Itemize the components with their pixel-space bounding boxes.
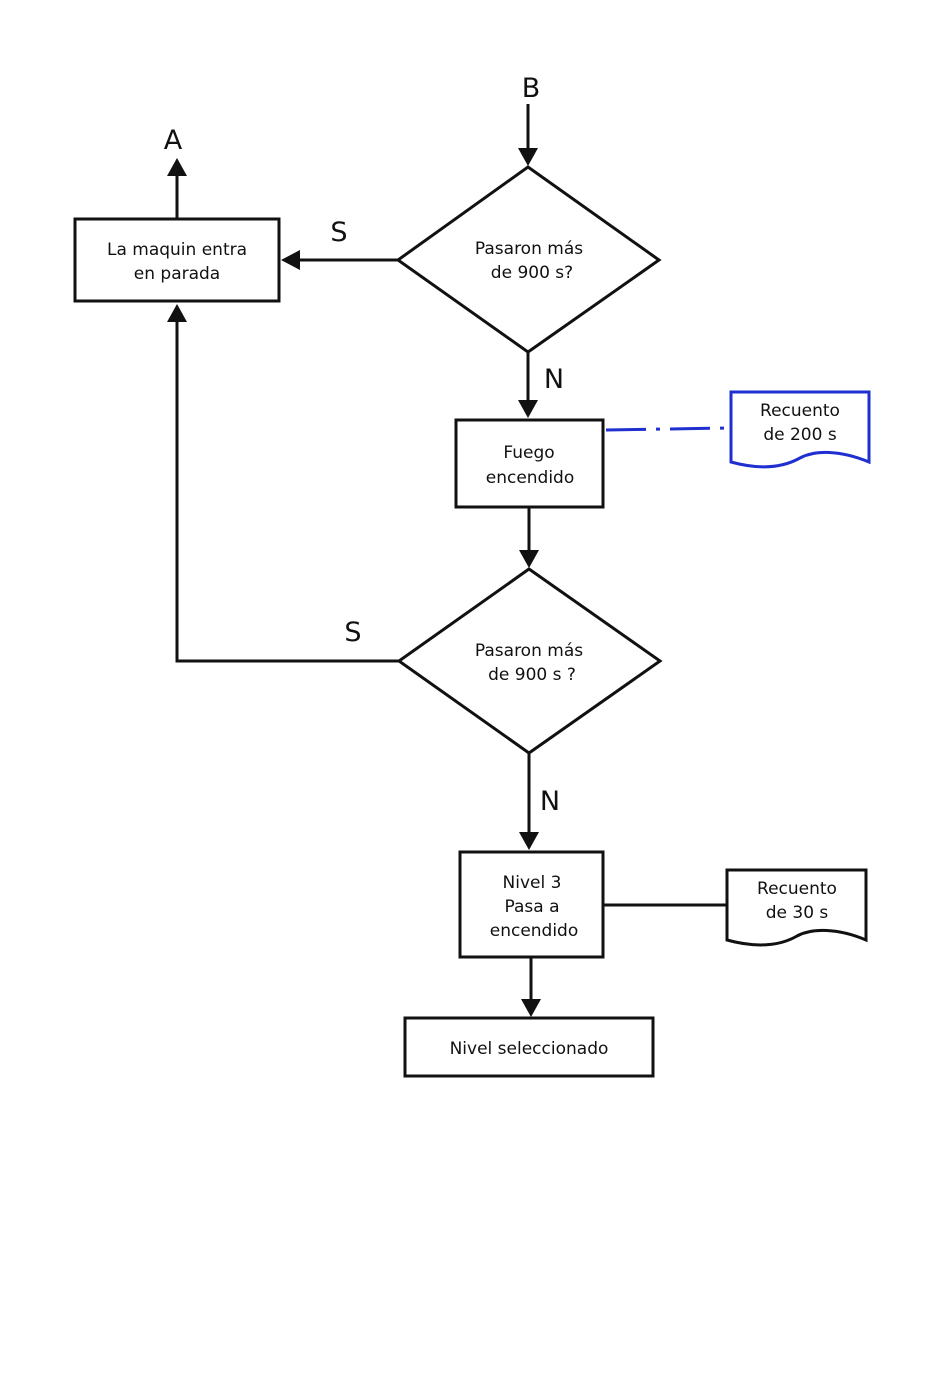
fire-box: [456, 420, 603, 507]
decision1-diamond: [398, 167, 659, 352]
fire-box-line1: Fuego: [503, 443, 554, 463]
stop-box: [75, 219, 279, 301]
decision1-line2: de 900 s?: [491, 263, 573, 283]
arrowhead-decision1-no: [518, 400, 538, 418]
doc200-line2: de 200 s: [763, 425, 837, 445]
arrowhead-decision2: [519, 550, 539, 568]
decision2-diamond: [399, 569, 660, 753]
arrowhead-decision2-yes: [167, 304, 187, 322]
level3-line2: Pasa a: [504, 897, 559, 917]
final-box-line1: Nivel seleccionado: [450, 1039, 609, 1059]
decision2-line1: Pasaron más: [475, 641, 583, 661]
decision2-no-label: N: [540, 786, 560, 817]
decision2-yes-label: S: [344, 617, 361, 648]
decision2-line2: de 900 s ?: [488, 665, 576, 685]
arrowhead-a: [167, 158, 187, 176]
fire-box-line2: encendido: [486, 468, 575, 488]
doc30-line2: de 30 s: [766, 903, 829, 923]
link-fire-to-doc200: [606, 428, 729, 430]
stop-box-line1: La maquin entra: [107, 240, 247, 260]
decision1-line1: Pasaron más: [475, 239, 583, 259]
level3-line3: encendido: [490, 921, 579, 941]
connector-a-label: A: [164, 125, 183, 156]
arrowhead-decision2-no: [519, 832, 539, 850]
edge-decision2-yes: [177, 320, 399, 661]
connector-b-label: B: [522, 73, 541, 104]
level3-line1: Nivel 3: [503, 873, 562, 893]
decision1-yes-label: S: [330, 217, 347, 248]
doc30-line1: Recuento: [757, 879, 837, 899]
decision1-no-label: N: [544, 364, 564, 395]
doc200-line1: Recuento: [760, 401, 840, 421]
arrowhead-b: [518, 148, 538, 166]
stop-box-line2: en parada: [134, 264, 220, 284]
arrowhead-decision1-yes: [281, 250, 300, 270]
arrowhead-final: [521, 999, 541, 1017]
